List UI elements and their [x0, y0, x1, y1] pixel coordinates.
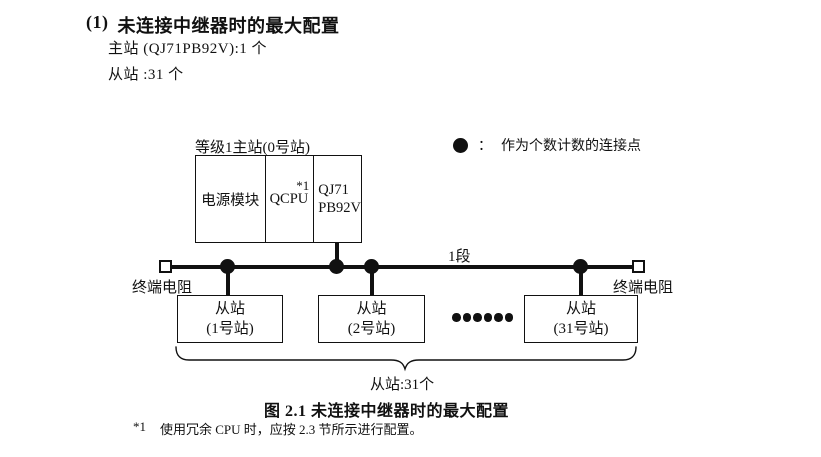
connection-dot-icon: [364, 259, 379, 274]
connection-dot-icon: [329, 259, 344, 274]
slave-box-31: 从站 (31号站): [524, 295, 638, 343]
terminator-left-icon: [159, 260, 172, 273]
module-name-line1: QJ71: [318, 182, 349, 198]
ellipsis-dots-icon: [452, 313, 513, 322]
terminator-right-icon: [632, 260, 645, 273]
slave1-station-number: (1号站): [206, 321, 254, 337]
segment-label: 1段: [448, 249, 471, 265]
connection-dot-icon: [573, 259, 588, 274]
slave-box-2: 从站 (2号站): [318, 295, 425, 343]
slave31-label: 从站: [565, 301, 596, 317]
slave1-drop-line: [226, 268, 230, 296]
master-count-line: 主站 (QJ71PB92V):1 个: [108, 41, 268, 57]
cpu-footnote-ref: *1: [296, 178, 310, 193]
slave-total-label: 从站:31个: [370, 377, 435, 393]
page-title: (1) 未连接中继器时的最大配置: [86, 12, 340, 38]
heading-number: (1): [86, 12, 109, 32]
footnote-marker: *1: [133, 419, 146, 434]
figure-caption: 图 2.1 未连接中继器时的最大配置: [264, 403, 510, 420]
master-drop-line: [335, 243, 339, 267]
slave-count-line: 从站 :31 个: [108, 67, 184, 83]
footnote: *1 使用冗余 CPU 时，应按 2.3 节所示进行配置。: [133, 419, 423, 438]
slave2-station-number: (2号站): [347, 321, 396, 337]
module-name-line2: PB92V: [318, 200, 361, 216]
slave31-station-number: (31号站): [553, 321, 609, 337]
connection-point-legend-icon: [453, 137, 468, 153]
cpu-cell: *1 QCPU: [266, 156, 315, 242]
slave-box-1: 从站 (1号站): [177, 295, 283, 343]
master-station-label: 等级1主站(0号站): [195, 140, 310, 156]
bus-line: [166, 265, 644, 269]
legend: ： 作为个数计数的连接点: [453, 135, 641, 155]
slave1-label: 从站: [214, 301, 245, 317]
profibus-module-cell: QJ71 PB92V: [314, 156, 361, 242]
slave2-label: 从站: [356, 301, 387, 317]
power-module-label: 电源模块: [201, 192, 260, 209]
legend-text: 作为个数计数的连接点: [501, 139, 641, 154]
master-station-box: 电源模块 *1 QCPU QJ71 PB92V: [195, 155, 362, 243]
power-module-cell: 电源模块: [196, 156, 266, 242]
slave2-drop-line: [370, 268, 374, 296]
slave31-drop-line: [579, 268, 583, 296]
terminator-left-label: 终端电阻: [132, 280, 193, 296]
connection-dot-icon: [220, 259, 235, 274]
heading-text: 未连接中继器时的最大配置: [117, 16, 340, 36]
underbrace-icon: [175, 346, 637, 372]
legend-separator: ：: [478, 139, 492, 154]
footnote-text: 使用冗余 CPU 时，应按 2.3 节所示进行配置。: [160, 422, 423, 437]
terminator-right-label: 终端电阻: [613, 280, 674, 296]
cpu-label: QCPU: [269, 190, 309, 207]
